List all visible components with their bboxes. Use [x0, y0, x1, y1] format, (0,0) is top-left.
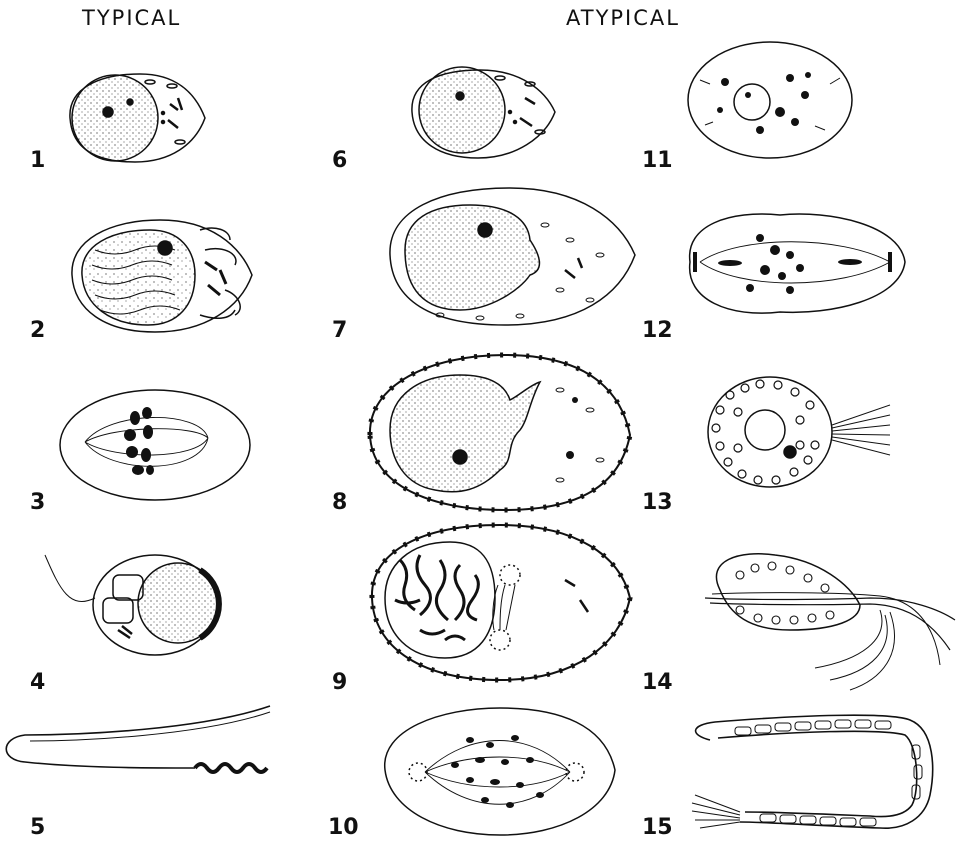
cell-12-drawing	[690, 214, 905, 313]
cell-10-drawing	[385, 708, 615, 835]
cell-14-drawing	[705, 554, 955, 690]
cell-5-drawing	[6, 706, 270, 772]
cell-3-drawing	[60, 390, 250, 500]
cell-2-drawing	[72, 220, 252, 332]
cell-15-drawing	[692, 715, 933, 828]
cell-13-drawing	[708, 377, 890, 487]
cell-11-drawing	[688, 42, 852, 158]
cell-6-drawing	[412, 67, 555, 158]
cell-4-drawing	[45, 555, 219, 655]
cell-7-drawing	[390, 188, 635, 325]
cell-8-drawing	[370, 355, 630, 510]
cell-1-drawing	[70, 74, 205, 162]
cell-9-drawing	[372, 525, 630, 680]
